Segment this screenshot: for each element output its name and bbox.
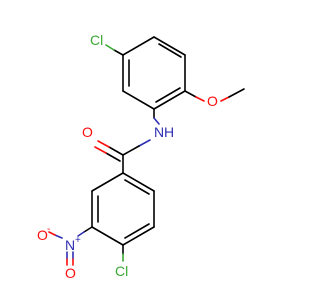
atom-label-n-nitro: N — [65, 237, 75, 253]
bond — [91, 226, 124, 246]
bond-carbonyl — [108, 146, 124, 156]
bond-n-carbonyl — [122, 145, 140, 156]
upper-benzene-ring — [122, 36, 186, 110]
bond-double-inner — [155, 87, 181, 103]
atom-charge-n-nitro: + — [75, 235, 81, 246]
bond-n-o-minus-o — [48, 231, 56, 236]
atom-label-cl-top: Cl — [90, 32, 103, 48]
bond-c-n-colored — [153, 117, 160, 125]
bond-o-ch3-colored — [220, 96, 230, 102]
bond — [91, 172, 124, 192]
bond-o-ch3 — [228, 88, 245, 98]
atom-label-h-amide: H — [164, 124, 174, 140]
bond-double-inner — [124, 179, 150, 195]
atom-label-o-nitro: O — [65, 265, 76, 281]
bond — [122, 172, 155, 192]
structure-svg: Cl O N H O N + O - O Cl — [37, 32, 245, 281]
bond-double-inner — [158, 43, 182, 58]
bond-c-cl-top — [113, 49, 124, 56]
bond — [153, 36, 186, 56]
bond-c-n-nitro — [83, 226, 93, 233]
atom-label-o-nitro-minus: O — [37, 227, 48, 243]
bond — [122, 90, 155, 110]
bond-double-inner — [124, 223, 150, 239]
bond-c-n-nitro-colored — [77, 231, 85, 237]
bond-carbonyl-second — [105, 152, 121, 162]
bond-c-o-methoxy — [184, 90, 197, 98]
bond — [122, 226, 155, 246]
atom-label-o-carbonyl: O — [82, 124, 93, 140]
atom-charge-o-nitro-minus: - — [47, 224, 50, 235]
bond-c-cl-top-colored — [105, 44, 115, 51]
lower-benzene-ring — [91, 172, 155, 246]
bond-carbonyl-second-colored — [94, 146, 107, 154]
bond-c-o-methoxy-colored — [195, 96, 205, 102]
bond — [122, 36, 155, 56]
bond-n-carbonyl-colored — [138, 139, 151, 147]
molecule-diagram: Cl O N H O N + O - O Cl — [37, 32, 245, 281]
bond-n-o-minus-colored — [54, 234, 63, 239]
atom-label-o-methoxy: O — [207, 93, 218, 109]
bond-carbonyl-colored — [97, 140, 110, 148]
atom-label-n-amide: N — [154, 124, 164, 140]
atom-label-cl-bottom: Cl — [115, 263, 128, 279]
bond — [153, 90, 186, 110]
